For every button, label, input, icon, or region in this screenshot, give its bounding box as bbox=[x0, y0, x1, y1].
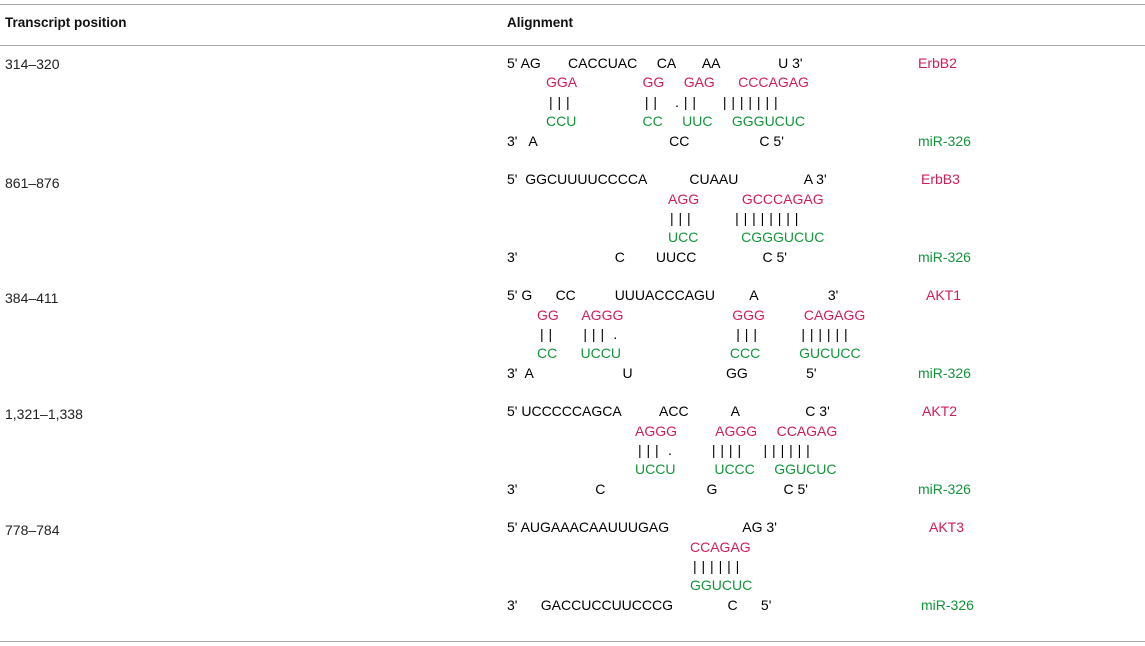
target-paired: GG AGGG GGG CAGAGG bbox=[537, 307, 866, 323]
mirna-paired: CCU CC UUC GGGUCUC bbox=[546, 113, 806, 129]
header-rule bbox=[0, 45, 1145, 46]
target-unpaired: 5' AG CACCUAC CA AA U 3' bbox=[507, 55, 803, 71]
transcript-position: 861–876 bbox=[5, 175, 60, 191]
target-gene-label: ErbB2 bbox=[918, 55, 957, 71]
top-rule bbox=[0, 4, 1145, 5]
mirna-label: miR-326 bbox=[918, 133, 971, 149]
target-gene-label: AKT1 bbox=[926, 287, 962, 303]
mirna-unpaired: 3' GACCUCCUUCCCG C 5' bbox=[507, 597, 772, 613]
mirna-unpaired: 3' A U GG 5' bbox=[507, 365, 817, 381]
transcript-position: 1,321–1,338 bbox=[5, 406, 83, 422]
target-unpaired: 5' GGCUUUUCCCCA CUAAU A 3' bbox=[507, 171, 827, 187]
target-paired: GGA GG GAG CCCAGAG bbox=[546, 74, 809, 90]
pairing-bars: | | | | | . | | | | | | | | | bbox=[540, 326, 849, 342]
mirna-label: miR-326 bbox=[918, 365, 971, 381]
transcript-position: 384–411 bbox=[5, 290, 59, 306]
target-gene-label: ErbB3 bbox=[921, 171, 960, 187]
pairing-bars: | | | . | | | | | | | | | | bbox=[638, 442, 811, 458]
target-unpaired: 5' G CC UUUACCCAGU A 3' bbox=[507, 287, 839, 303]
target-unpaired: 5' UCCCCCAGCA ACC A C 3' bbox=[507, 403, 830, 419]
mirna-unpaired: 3' C G C 5' bbox=[507, 481, 808, 497]
pairing-bars: | | | | | . | | | | | | | | | bbox=[549, 94, 779, 110]
mirna-paired: CC UCCU CCC GUCUCC bbox=[537, 345, 861, 361]
target-paired: AGG GCCCAGAG bbox=[668, 191, 824, 207]
mirna-paired: UCCU UCCC GGUCUC bbox=[635, 461, 837, 477]
target-gene-label: AKT2 bbox=[922, 403, 958, 419]
mirna-unpaired: 3' A CC C 5' bbox=[507, 133, 784, 149]
mirna-unpaired: 3' C UUCC C 5' bbox=[507, 249, 787, 265]
mirna-paired: UCC CGGGUCUC bbox=[668, 229, 825, 245]
bottom-rule bbox=[0, 641, 1145, 642]
pairing-bars: | | | | | | | | | | | bbox=[670, 210, 799, 226]
target-paired: CCAGAG bbox=[690, 539, 751, 555]
mirna-paired: GGUCUC bbox=[690, 577, 753, 593]
transcript-position: 314–320 bbox=[5, 56, 60, 72]
transcript-position: 778–784 bbox=[5, 522, 60, 538]
header-alignment: Alignment bbox=[507, 15, 573, 30]
pairing-bars: | | | | | | bbox=[693, 558, 740, 574]
header-transcript-position: Transcript position bbox=[5, 15, 127, 30]
target-paired: AGGG AGGG CCAGAG bbox=[635, 423, 838, 439]
mirna-label: miR-326 bbox=[918, 481, 971, 497]
mirna-label: miR-326 bbox=[918, 249, 971, 265]
target-gene-label: AKT3 bbox=[929, 519, 965, 535]
mirna-label: miR-326 bbox=[921, 597, 974, 613]
target-unpaired: 5' AUGAAACAAUUUGAG AG 3' bbox=[507, 519, 777, 535]
